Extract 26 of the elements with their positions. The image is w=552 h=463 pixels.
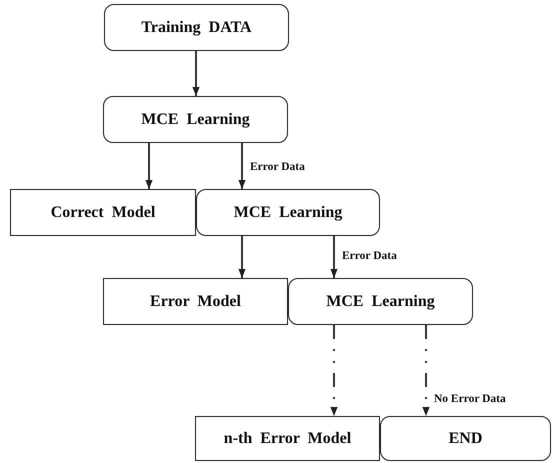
process-box [380, 416, 551, 461]
node-label: n-th Error Model [224, 430, 352, 448]
dashed-arrow [330, 325, 338, 416]
process-box [196, 189, 380, 236]
edge-label: Error Data [248, 161, 307, 173]
arrow [238, 143, 246, 189]
arrow [145, 143, 153, 189]
result-box [10, 189, 196, 236]
process-box [104, 4, 289, 51]
process-box [103, 96, 288, 143]
arrow [192, 51, 200, 96]
edge-label: Error Data [340, 250, 399, 262]
node-label: MCE Learning [234, 204, 342, 222]
edge-label: No Error Data [432, 393, 508, 405]
process-box [288, 278, 473, 325]
node-label: END [448, 430, 482, 448]
arrow [238, 236, 246, 278]
result-box [103, 278, 288, 325]
node-label: Training DATA [141, 18, 252, 36]
result-box [195, 416, 380, 461]
node-label: Error Model [150, 292, 241, 310]
arrow [330, 236, 338, 278]
dashed-arrow [422, 325, 430, 416]
node-label: Correct Model [50, 204, 156, 222]
node-label: MCE Learning [141, 110, 250, 128]
node-label: MCE Learning [326, 292, 435, 310]
